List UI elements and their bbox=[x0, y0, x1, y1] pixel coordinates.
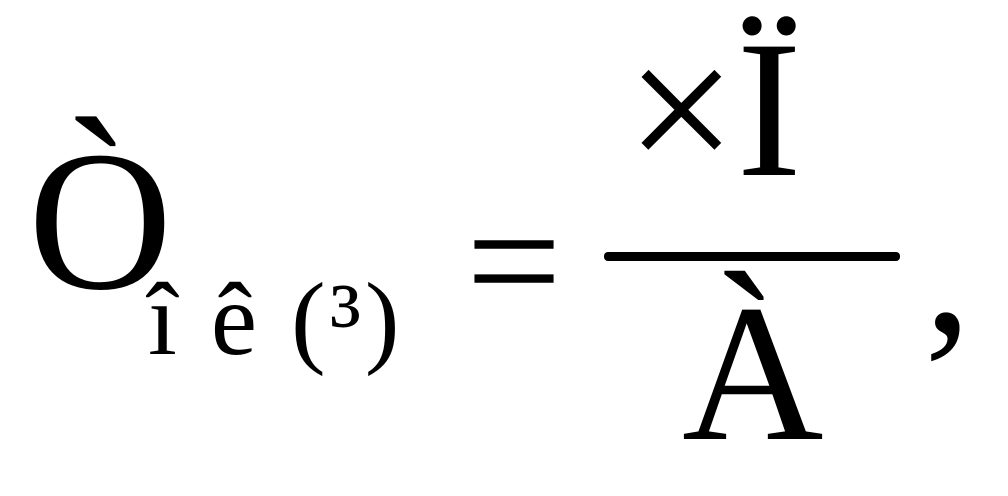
formula-subscript: î ê (³) bbox=[148, 262, 404, 377]
equals-sign: = bbox=[466, 167, 562, 355]
fraction-numerator: ×Ï bbox=[626, 1, 802, 218]
fraction-bar bbox=[604, 252, 900, 261]
formula-main-symbol: Ò bbox=[28, 111, 173, 332]
trailing-comma: , bbox=[924, 164, 972, 374]
fraction-denominator: À bbox=[682, 265, 824, 482]
